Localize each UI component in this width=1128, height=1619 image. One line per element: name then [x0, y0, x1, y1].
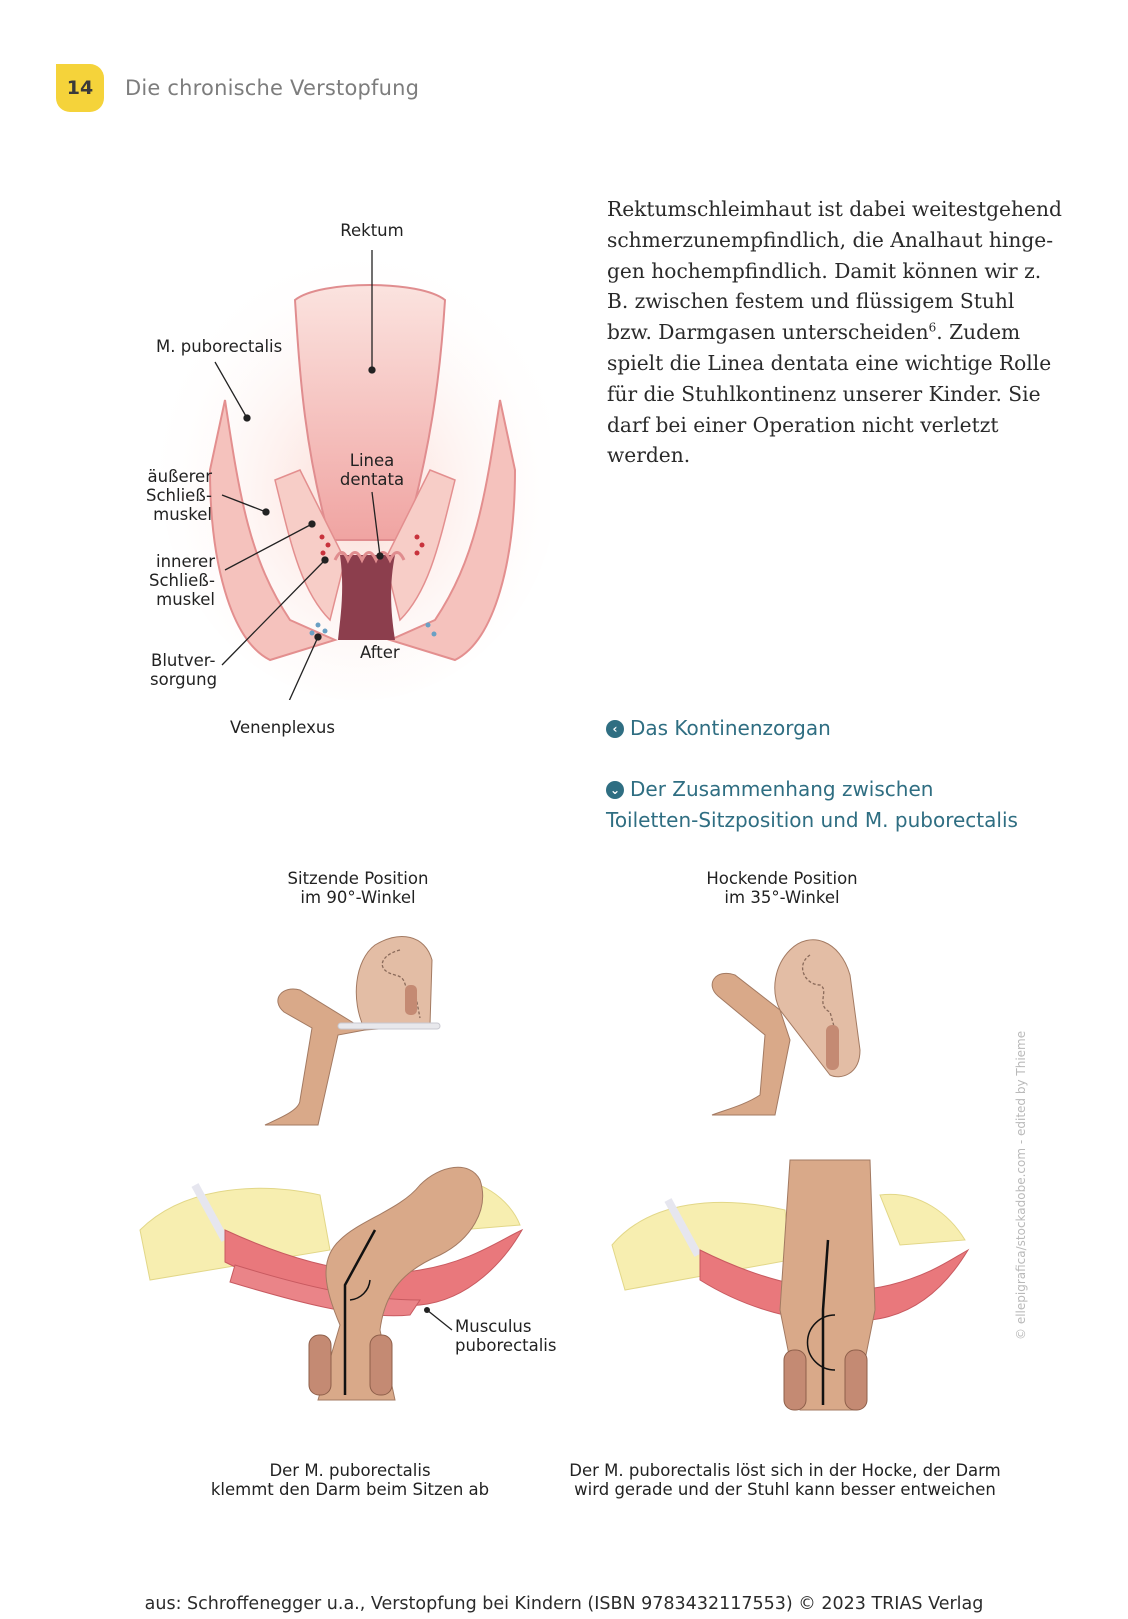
chevron-left-icon: ‹ — [606, 720, 624, 738]
label-aeusserer-2: Schließ- — [146, 486, 212, 505]
squatting-caption-2: wird gerade und der Stuhl kann besser en… — [574, 1480, 996, 1499]
body-text-rest: . Zudem spielt die Linea dentata eine wi… — [607, 320, 1052, 468]
figure-caption-sitting-position[interactable]: ⌄Der Zusammenhang zwischen Toiletten-Sit… — [606, 774, 1026, 836]
label-rektum: Rektum — [340, 221, 404, 240]
label-innerer-3: muskel — [156, 590, 215, 609]
squatting-body-illustration — [711, 939, 861, 1116]
sitting-title-2: im 90°-Winkel — [300, 888, 416, 907]
label-after: After — [360, 643, 400, 662]
label-innerer-2: Schließ- — [149, 571, 215, 590]
body-text-main: Rektumschleimhaut ist dabei weitestgehen… — [607, 197, 1062, 345]
sitting-caption-2: klemmt den Darm beim Sitzen ab — [210, 1480, 490, 1499]
sitting-puborectalis-illustration — [139, 1166, 524, 1401]
image-credit: © ellepigrafica/stockadobe.com - edited … — [1014, 1030, 1028, 1340]
label-linea-dentata-2: dentata — [339, 470, 405, 489]
label-aeusserer-3: muskel — [153, 505, 212, 524]
squatting-title-2: im 35°-Winkel — [724, 888, 840, 907]
page-number-badge: 14 — [56, 64, 104, 112]
label-innerer: innerer — [155, 552, 215, 571]
squatting-puborectalis-illustration — [611, 1159, 970, 1411]
figure1-caption-text: Das Kontinenzorgan — [630, 716, 831, 740]
figure-caption-continence-organ[interactable]: ‹ Das Kontinenzorgan — [606, 713, 1026, 744]
footnote-reference[interactable]: 6 — [928, 320, 937, 335]
continence-organ-illustration — [160, 240, 550, 700]
body-paragraph: Rektumschleimhaut ist dabei weitestgehen… — [607, 194, 1062, 471]
label-puborectalis-2: puborectalis — [455, 1336, 557, 1355]
label-linea: Linea — [349, 451, 395, 470]
label-blutversorgung: Blutver- — [151, 651, 216, 670]
label-puborectalis: M. puborectalis — [156, 337, 283, 356]
label-aeusserer: äußerer — [147, 467, 212, 486]
label-blutversorgung-2: sorgung — [150, 670, 218, 689]
label-venenplexus: Venenplexus — [230, 718, 335, 737]
squatting-title-1: Hockende Position — [706, 869, 858, 888]
sitting-body-illustration — [264, 936, 441, 1126]
source-footer: aus: Schroffenegger u.a., Verstopfung be… — [144, 1594, 984, 1614]
running-title: Die chronische Verstopfung — [125, 76, 420, 100]
label-musculus: Musculus — [455, 1317, 532, 1336]
figure2-caption-text: Der Zusammenhang zwischen Toiletten-Sitz… — [606, 777, 1018, 832]
sitting-title-1: Sitzende Position — [287, 869, 429, 888]
chevron-down-icon: ⌄ — [606, 781, 624, 799]
sitting-caption-1: Der M. puborectalis — [269, 1461, 431, 1480]
squatting-caption-1: Der M. puborectalis löst sich in der Hoc… — [569, 1461, 1001, 1480]
